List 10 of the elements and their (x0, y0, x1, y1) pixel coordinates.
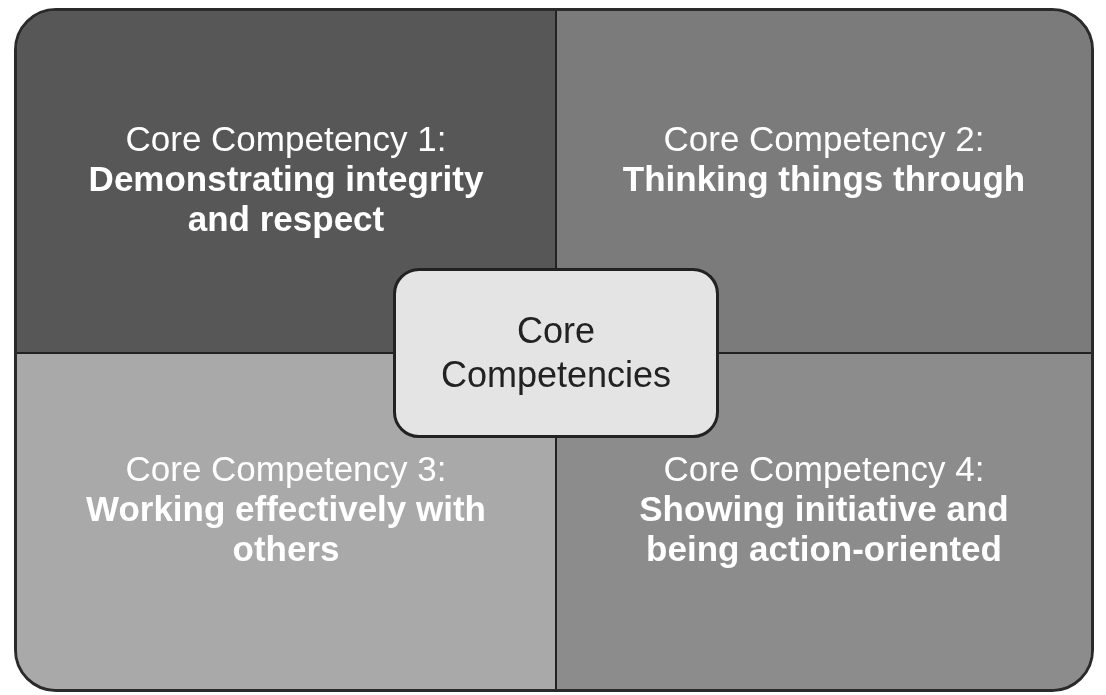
center-label: Core Competencies (439, 309, 673, 397)
quadrant-heading: Core Competency 2: (663, 119, 985, 159)
quadrant-text: Working effectively with others (85, 489, 487, 569)
center-box (393, 268, 719, 438)
quadrant-text: Demonstrating integrity and respect (87, 159, 485, 239)
quadrant-heading: Core Competency 1: (125, 119, 447, 159)
quadrant-text: Thinking things through (622, 159, 1026, 199)
quadrant-heading: Core Competency 4: (663, 449, 985, 489)
quadrant-heading: Core Competency 3: (125, 449, 447, 489)
quadrant-text: Showing initiative and being action-oriented (638, 489, 1010, 569)
